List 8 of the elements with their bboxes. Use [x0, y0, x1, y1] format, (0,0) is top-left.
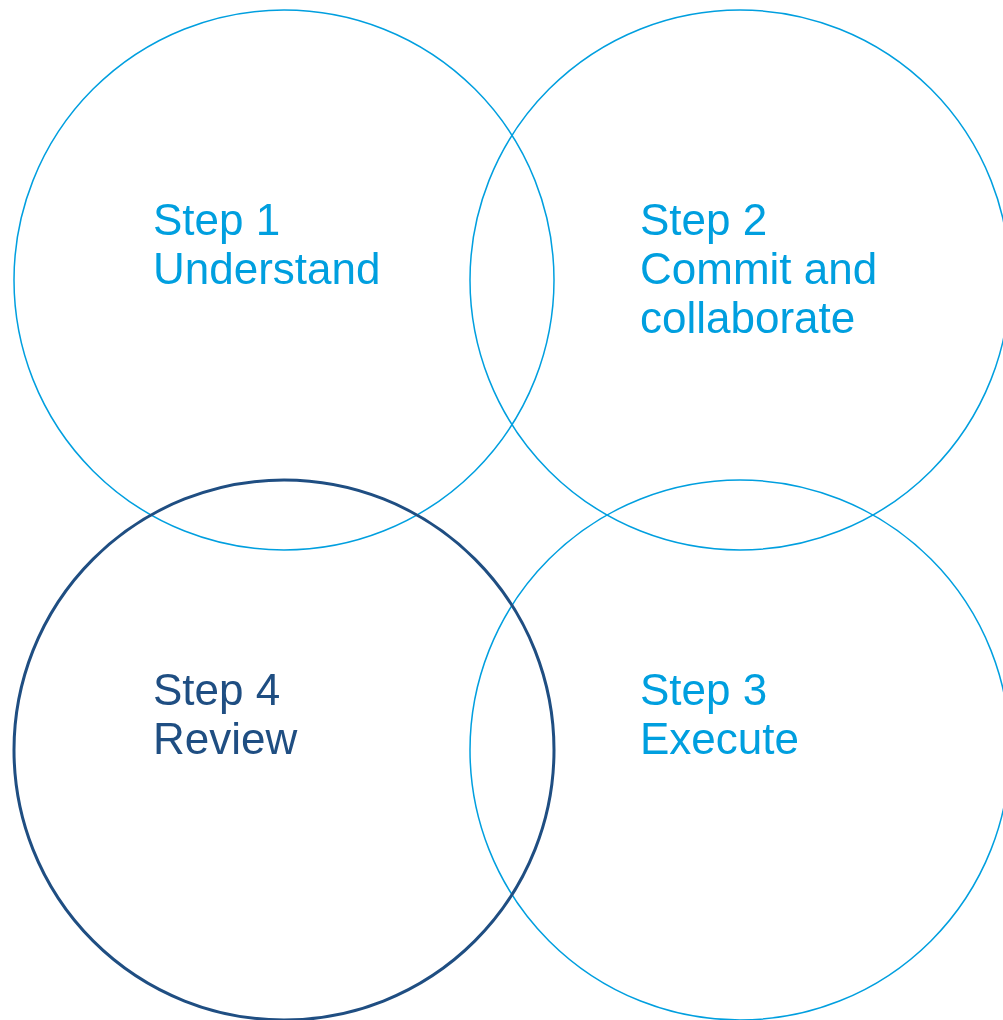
step-title: Execute: [640, 714, 800, 763]
step-title: Commit and collaborate: [640, 244, 879, 342]
step-number: Step 1: [153, 195, 282, 244]
step-number: Step 3: [640, 665, 769, 714]
step-title: Understand: [153, 244, 382, 293]
step-number: Step 4: [153, 665, 282, 714]
step-number: Step 2: [640, 195, 769, 244]
step-title: Review: [153, 714, 299, 763]
